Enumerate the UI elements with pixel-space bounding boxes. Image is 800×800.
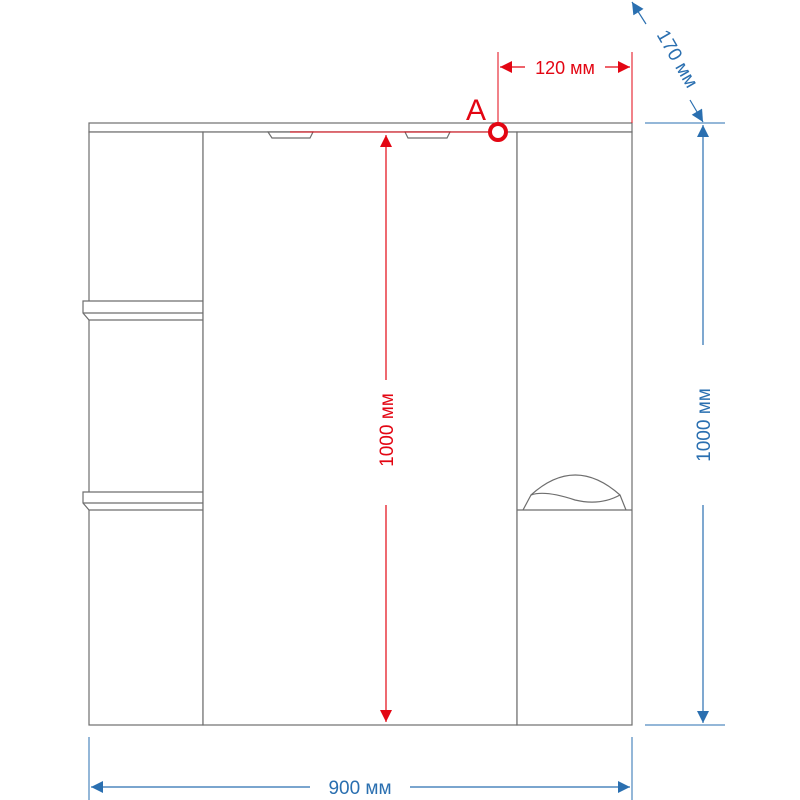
left-open-shelving <box>88 131 204 726</box>
light-fixture-1 <box>266 131 314 139</box>
inner-height-dimension: 1000 мм <box>290 131 498 722</box>
shelf-lower <box>82 491 204 511</box>
width-label: 900 мм <box>328 778 391 799</box>
light-fixture-2 <box>404 131 451 139</box>
point-a-label: A <box>466 94 486 127</box>
cabinet <box>82 122 633 726</box>
inner-height-label: 1000 мм <box>377 393 398 467</box>
depth-label: 170 мм <box>652 27 702 92</box>
right-cabinet <box>516 131 633 726</box>
dome-light <box>522 474 627 511</box>
height-dimension: 1000 мм <box>645 122 725 726</box>
depth-offset-dimension: 120 мм A <box>466 52 633 142</box>
depth-dimension: 170 мм <box>631 1 704 123</box>
point-a-marker <box>488 122 508 142</box>
height-label: 1000 мм <box>694 388 715 462</box>
shelf-upper <box>82 300 204 321</box>
depth-offset-label: 120 мм <box>535 58 595 78</box>
width-dimension: 900 мм <box>88 737 633 800</box>
top-shelf <box>88 122 633 133</box>
mirror-door <box>202 131 518 726</box>
